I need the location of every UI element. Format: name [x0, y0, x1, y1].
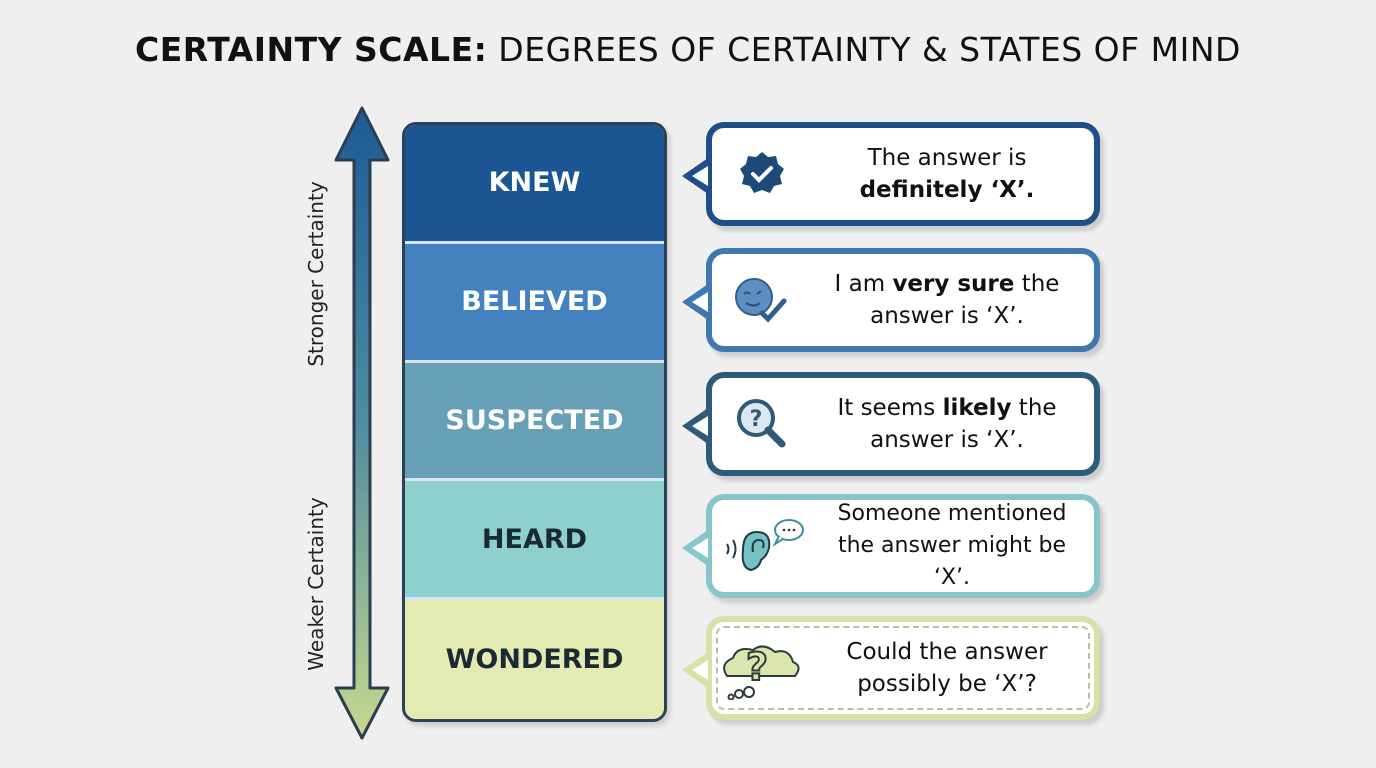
ear-speech-icon — [712, 516, 822, 576]
certainty-column: KNEW BELIEVED SUSPECTED HEARD WONDERED — [402, 122, 667, 722]
smile-check-icon — [712, 275, 812, 325]
title-bold: CERTAINTY SCALE: — [135, 30, 488, 69]
question-magnifier-icon: ? — [712, 396, 812, 452]
svg-text:?: ? — [746, 645, 768, 689]
certainty-arrow — [334, 106, 390, 740]
verified-badge-icon — [712, 150, 812, 198]
weaker-certainty-label: Weaker Certainty — [304, 497, 328, 671]
title-rest: DEGREES OF CERTAINTY & STATES OF MIND — [487, 30, 1241, 69]
level-knew: KNEW — [405, 125, 664, 244]
svg-text:?: ? — [750, 407, 763, 432]
level-wondered: WONDERED — [405, 600, 664, 719]
stronger-certainty-label: Stronger Certainty — [304, 181, 328, 367]
level-heard: HEARD — [405, 481, 664, 601]
level-suspected: SUSPECTED — [405, 362, 664, 482]
thought-cloud-question-icon: ? — [712, 636, 812, 700]
page-title: CERTAINTY SCALE: DEGREES OF CERTAINTY & … — [0, 30, 1376, 69]
level-believed: BELIEVED — [405, 243, 664, 363]
